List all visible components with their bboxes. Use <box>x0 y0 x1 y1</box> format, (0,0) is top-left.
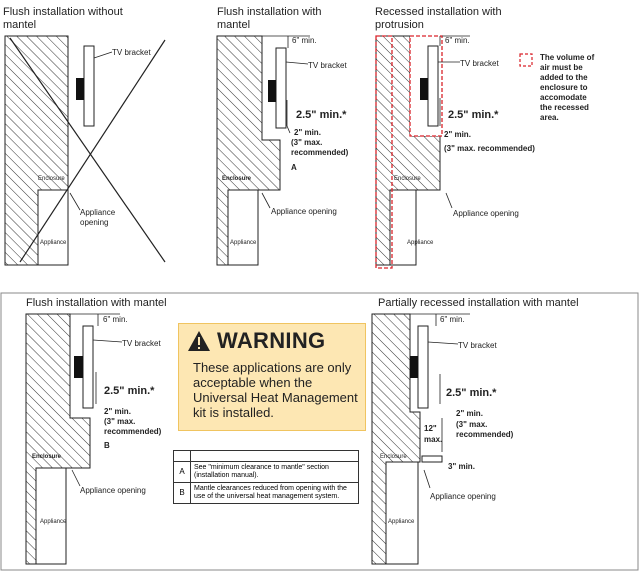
panel-title: Recessed installation with <box>375 6 502 18</box>
svg-text:TV bracket: TV bracket <box>122 339 161 348</box>
svg-text:accomodate: accomodate <box>540 93 587 102</box>
svg-text:12": 12" <box>424 424 437 433</box>
svg-text:6" min.: 6" min. <box>440 315 465 324</box>
svg-text:added to the: added to the <box>540 73 588 82</box>
panel-title: mantel <box>3 19 36 31</box>
svg-text:enclosure to: enclosure to <box>540 83 588 92</box>
panel-flush-with-mantel: Flush installation with mantel 6" min. T… <box>216 6 349 266</box>
svg-text:The volume of: The volume of <box>540 53 595 62</box>
svg-text:3" min.: 3" min. <box>448 462 475 471</box>
svg-text:2" min.: 2" min. <box>456 409 483 418</box>
svg-text:6" min.: 6" min. <box>292 36 317 45</box>
svg-text:air must be: air must be <box>540 63 583 72</box>
svg-text:6" min.: 6" min. <box>445 36 470 45</box>
svg-text:Appliance opening: Appliance opening <box>453 209 519 218</box>
svg-text:recommended): recommended) <box>456 430 514 439</box>
svg-text:TV bracket: TV bracket <box>308 61 347 70</box>
svg-text:(3" max.: (3" max. <box>456 420 487 429</box>
panel-recessed-with-protrusion: Recessed installation with protrusion 6"… <box>375 6 595 269</box>
warning-triangle-icon <box>188 331 210 351</box>
svg-text:Appliance: Appliance <box>40 519 67 525</box>
svg-text:max.: max. <box>424 435 442 444</box>
recess-legend-swatch <box>519 53 533 67</box>
recess-area-outline <box>375 35 393 269</box>
svg-text:TV bracket: TV bracket <box>458 341 497 350</box>
legend-key: A <box>173 461 191 483</box>
svg-text:Appliance: Appliance <box>388 519 415 525</box>
svg-text:Enclosure: Enclosure <box>394 176 421 182</box>
appliance-label: Appliance <box>40 240 67 246</box>
svg-text:Enclosure: Enclosure <box>380 454 407 460</box>
svg-text:recommended): recommended) <box>291 148 349 157</box>
warning-body: These applications are only acceptable w… <box>193 360 358 420</box>
lower-frame <box>0 292 639 571</box>
panel-title: protrusion <box>375 19 424 31</box>
legend-text: See "minimum clearance to mantle" sectio… <box>190 461 359 483</box>
panel-partially-recessed-with-mantel: Partially recessed installation with man… <box>371 297 579 565</box>
legend-row: A See "minimum clearance to mantle" sect… <box>173 461 359 483</box>
panel-title: mantel <box>217 19 250 31</box>
panel-title: Flush installation with <box>217 6 322 18</box>
svg-text:2.5" min.*: 2.5" min.* <box>446 387 497 399</box>
svg-text:2.5" min.*: 2.5" min.* <box>296 109 347 121</box>
svg-text:opening: opening <box>80 218 108 227</box>
svg-text:2.5" min.*: 2.5" min.* <box>104 385 155 397</box>
tv-outline <box>83 45 95 127</box>
legend-table: A See "minimum clearance to mantle" sect… <box>173 450 359 504</box>
svg-text:(3" max. recommended): (3" max. recommended) <box>444 144 535 153</box>
svg-text:Appliance: Appliance <box>230 240 257 246</box>
panel-title: Partially recessed installation with man… <box>378 297 579 309</box>
svg-text:Appliance: Appliance <box>407 240 434 246</box>
svg-text:recommended): recommended) <box>104 427 162 436</box>
svg-text:Appliance opening: Appliance opening <box>430 492 496 501</box>
warning-title: WARNING <box>217 328 326 353</box>
svg-text:A: A <box>291 163 297 172</box>
svg-text:Enclosure: Enclosure <box>222 176 252 182</box>
svg-text:area.: area. <box>540 113 559 122</box>
svg-text:6" min.: 6" min. <box>103 315 128 324</box>
svg-text:Appliance opening: Appliance opening <box>80 486 146 495</box>
panel-flush-with-mantel-lower: Flush installation with mantel 6" min. T… <box>25 297 167 565</box>
svg-text:(3" max.: (3" max. <box>291 138 322 147</box>
legend-row: B Mantle clearances reduced from opening… <box>173 482 359 504</box>
panel-title: Flush installation without <box>3 6 123 18</box>
svg-text:2" min.: 2" min. <box>294 128 321 137</box>
svg-text:Enclosure: Enclosure <box>32 454 62 460</box>
cross-out <box>9 37 166 263</box>
svg-text:Appliance opening: Appliance opening <box>271 207 337 216</box>
legend-key: B <box>173 482 191 504</box>
svg-text:the recessed: the recessed <box>540 103 589 112</box>
svg-text:2.5" min.*: 2.5" min.* <box>448 109 499 121</box>
svg-text:2" min.: 2" min. <box>104 407 131 416</box>
enclosure-label: Enclosure <box>38 176 65 182</box>
svg-text:B: B <box>104 441 110 450</box>
warning-box: WARNING These applications are only acce… <box>178 323 366 431</box>
tv-bracket-block <box>76 78 84 100</box>
panel-flush-without-mantel: Flush installation without mantel TV bra… <box>3 6 166 266</box>
appliance-opening-label: Appliance <box>80 208 116 217</box>
svg-text:(3" max.: (3" max. <box>104 417 135 426</box>
svg-text:2" min.: 2" min. <box>444 130 471 139</box>
tv-bracket-label: TV bracket <box>112 48 151 57</box>
legend-text: Mantle clearances reduced from opening w… <box>190 482 359 504</box>
panel-title: Flush installation with mantel <box>26 297 167 309</box>
svg-text:TV bracket: TV bracket <box>460 59 499 68</box>
